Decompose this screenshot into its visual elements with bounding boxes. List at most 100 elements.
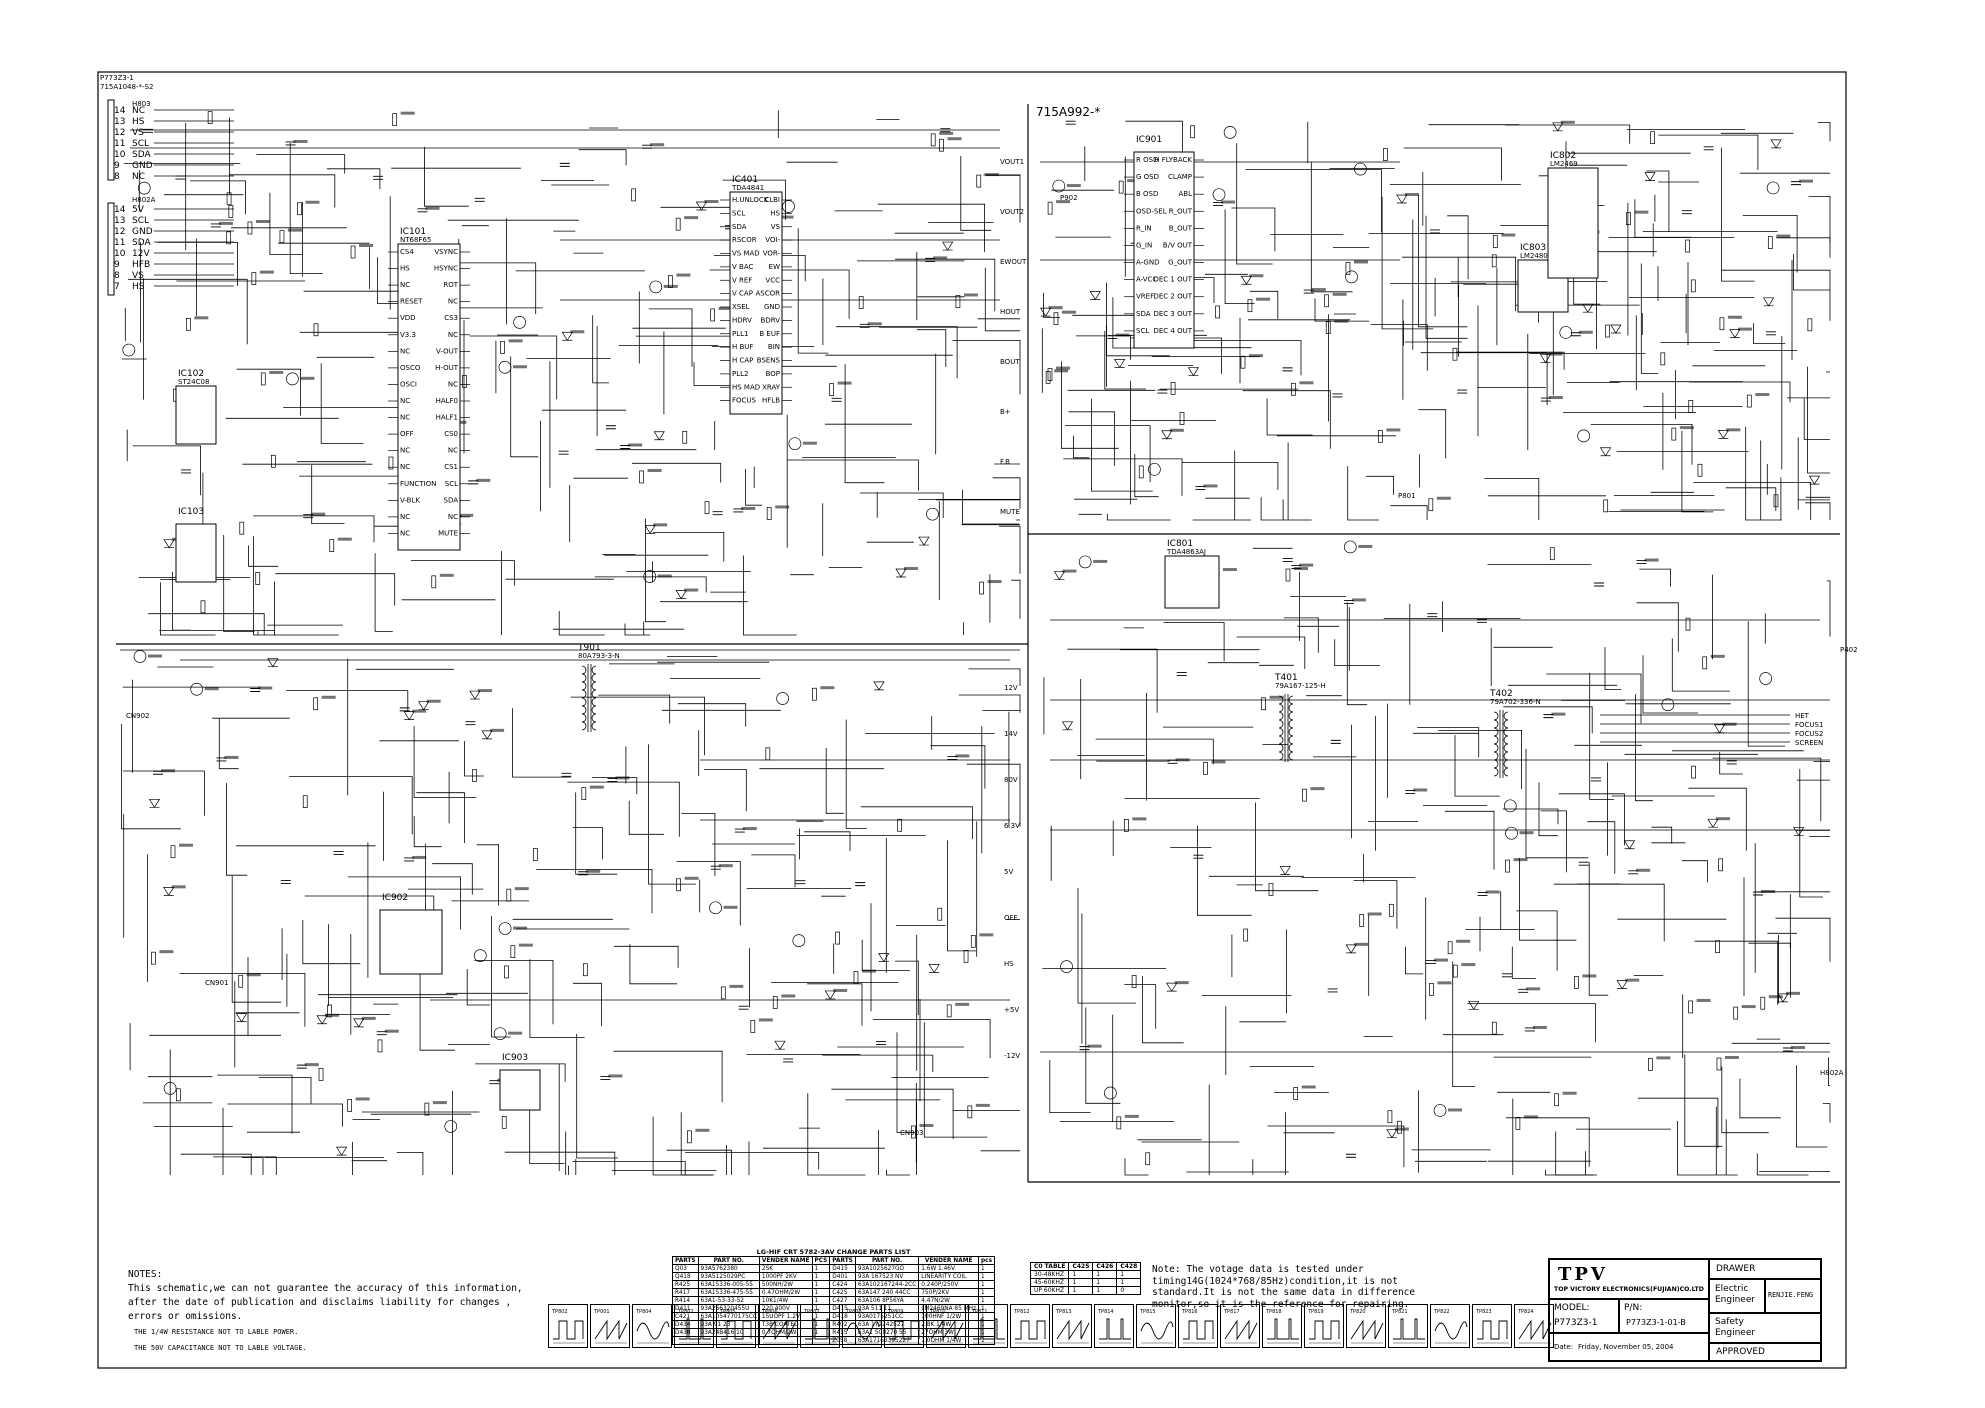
ic-pin-label: CS0 <box>444 430 458 438</box>
component-label <box>1062 570 1076 573</box>
component-label <box>1563 1092 1577 1095</box>
table-cell: 1 <box>1093 1279 1117 1287</box>
component-label <box>1680 426 1694 429</box>
waveform-box: TP815 <box>1136 1304 1176 1348</box>
transistor-symbol <box>499 923 511 935</box>
resistor-symbol <box>1388 1111 1392 1123</box>
ic-pin-label: HALF0 <box>436 397 458 405</box>
waveform-label: TP815 <box>1139 1309 1156 1315</box>
component-label <box>948 137 962 140</box>
wire <box>860 493 943 518</box>
electric-engineer-name-cell: RENJIE.FENG <box>1765 1279 1821 1313</box>
bus-signal-label: HOUT <box>1000 308 1021 316</box>
connector-ref: CN902 <box>126 712 150 720</box>
ic-ref: IC902 <box>382 893 408 903</box>
parts-header-cell: PCS <box>812 1257 830 1265</box>
waveform-svg: TP814 <box>1095 1305 1135 1349</box>
wire <box>375 553 393 631</box>
component-label <box>1786 992 1800 995</box>
diode-symbol <box>337 1147 347 1155</box>
wire <box>224 535 255 632</box>
wire <box>1164 623 1225 662</box>
waveform-svg: TP816 <box>1179 1305 1219 1349</box>
waveform-label: TP810 <box>929 1309 946 1315</box>
winding <box>1289 752 1293 760</box>
rail-label: -12V <box>1004 1052 1020 1060</box>
diode-symbol <box>1771 140 1781 148</box>
component-label <box>1211 760 1225 763</box>
component-label <box>838 382 852 385</box>
ic-pin-label: NC <box>400 397 410 405</box>
wire <box>256 155 344 174</box>
component-label <box>1437 497 1451 500</box>
waveform-box: TP001 <box>590 1304 630 1348</box>
wire <box>967 764 1020 827</box>
wire <box>414 816 442 847</box>
waveform-box: TP812 <box>1010 1304 1050 1348</box>
rail-label: 14V <box>1004 730 1018 738</box>
resistor-symbol <box>938 908 942 920</box>
table-cell: 1.6W 1.46V <box>919 1265 979 1273</box>
wire <box>416 793 464 843</box>
ic-pin-label: A-GND <box>1136 259 1159 267</box>
ic-pin-label: SDA <box>1136 310 1151 318</box>
resistor-symbol <box>947 1005 951 1017</box>
transistor-symbol <box>286 373 298 385</box>
waveform-trace <box>889 1321 919 1339</box>
component-label <box>427 700 441 703</box>
wire <box>1237 143 1273 264</box>
component-label <box>508 1032 522 1035</box>
waveform-trace <box>763 1321 795 1339</box>
component-label <box>1413 788 1427 791</box>
wire <box>993 478 1020 509</box>
component-label <box>676 274 690 277</box>
resistor-symbol <box>859 297 863 309</box>
waveform-trace <box>1477 1321 1507 1339</box>
wire <box>1505 125 1630 144</box>
waveform-svg: TP813 <box>1053 1305 1093 1349</box>
waveform-trace <box>553 1321 583 1339</box>
wire <box>1284 618 1319 653</box>
resistor-symbol <box>229 205 233 217</box>
component-label <box>159 950 173 953</box>
ic-value: TDA4863AJ <box>1166 548 1206 556</box>
resistor-symbol <box>378 1040 382 1052</box>
winding <box>592 714 596 722</box>
ic-pin-label: B/V OUT <box>1163 241 1193 249</box>
waveform-svg: TP810 <box>927 1305 967 1349</box>
component-label <box>1634 211 1648 214</box>
ic-pin-label: VCC <box>765 276 780 284</box>
wire <box>1641 264 1658 374</box>
component-label <box>759 1018 773 1021</box>
wire <box>1587 822 1614 874</box>
component-label <box>247 973 261 976</box>
resistor-symbol <box>1661 353 1665 365</box>
resistor-symbol <box>676 218 680 230</box>
table-cell: R417 <box>673 1289 699 1297</box>
waveform-box: TP802 <box>548 1304 588 1348</box>
diode-symbol <box>1162 431 1172 439</box>
diode-symbol <box>1397 195 1407 203</box>
diode-symbol <box>1346 945 1356 953</box>
diode-symbol <box>696 202 706 210</box>
diode-symbol <box>929 965 939 973</box>
component-label <box>1456 940 1470 943</box>
component-label <box>1520 831 1534 834</box>
waveform-svg: TP001 <box>591 1305 631 1349</box>
winding <box>1289 720 1293 728</box>
ic-pin-label: DEC 4 OUT <box>1153 327 1192 335</box>
right-ref: 715A992-* <box>1036 105 1100 119</box>
wire <box>1011 580 1020 618</box>
wire <box>1636 694 1653 801</box>
diode-symbol <box>1167 983 1177 991</box>
wire <box>895 259 995 311</box>
ic-pin-label: H.UNLOCK <box>732 196 769 204</box>
table-cell: 1 <box>1093 1271 1117 1279</box>
cap-header-cell: C426 <box>1093 1263 1117 1271</box>
component-label <box>1448 1108 1462 1111</box>
resistor-symbol <box>711 309 715 321</box>
resistor-symbol <box>1492 255 1496 267</box>
